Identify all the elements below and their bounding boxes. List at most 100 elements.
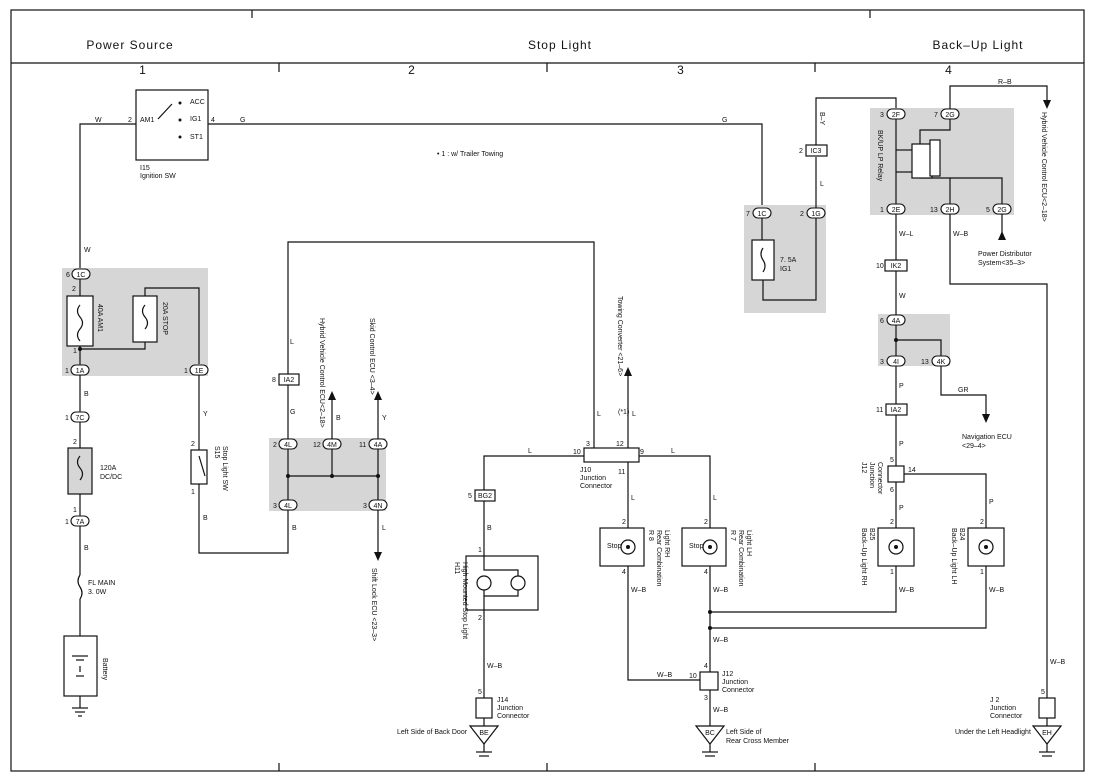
conn-7c: 7C (76, 415, 85, 422)
b25-name: Back–Up Light RH (860, 528, 867, 586)
pdist-2: System<35–3> (978, 260, 1025, 267)
svg-text:3: 3 (704, 695, 708, 702)
svg-text:2: 2 (799, 148, 803, 155)
j12-lower-connector (699, 671, 719, 691)
wire-b-1: B (84, 391, 89, 398)
j12a-id: J12 (722, 671, 733, 678)
stop-light-switch (190, 449, 208, 485)
svg-text:2: 2 (622, 519, 626, 526)
svg-text:11: 11 (876, 407, 883, 414)
ground-bc-text-1: Left Side of (726, 729, 761, 736)
j14-l1: Junction (497, 705, 523, 712)
ground-be-text: Left Side of Back Door (397, 729, 468, 736)
wire-wb-b24: W–B (989, 587, 1005, 594)
conn-ia2-right: IA2 (891, 407, 902, 414)
wire-l-r7b: L (713, 495, 717, 502)
wire-by: B–Y (818, 112, 825, 126)
ground-be (468, 725, 500, 745)
svg-text:1: 1 (65, 368, 69, 375)
wire-l-bg2: L (528, 448, 532, 455)
svg-text:8: 8 (272, 377, 276, 384)
wire-wb-r8: W–B (631, 587, 647, 594)
svg-text:4: 4 (704, 663, 708, 670)
wire-p-3: P (899, 505, 904, 512)
wire-l-4n: L (382, 525, 386, 532)
column-2: 2 (408, 63, 416, 77)
svg-text:11: 11 (618, 469, 625, 476)
svg-text:3: 3 (363, 503, 367, 510)
conn-ic3: IC3 (811, 148, 822, 155)
svg-text:2: 2 (800, 211, 804, 218)
ig1-label-2: IG1 (780, 266, 791, 273)
svg-text:5: 5 (468, 493, 472, 500)
fuse-stop (132, 295, 158, 343)
b24-id: B24 (958, 528, 965, 541)
j12-upper-connector (887, 465, 905, 483)
skid-ecu-label: Skid Control ECU <3–4> (368, 318, 375, 395)
conn-2g-bottom: 2G (997, 207, 1006, 214)
wire-w-4a: W (899, 293, 906, 300)
j10-id: J10 (580, 467, 591, 474)
r8-lamp (599, 527, 645, 567)
fuse-dcdc (67, 447, 93, 495)
conn-2g-top: 2G (945, 112, 954, 119)
column-4: 4 (945, 63, 953, 77)
wire-b-stopsw: B (203, 515, 208, 522)
fl-main-fusible (77, 574, 83, 600)
svg-text:10: 10 (689, 673, 697, 680)
svg-text:3: 3 (880, 112, 884, 119)
j2-id: J 2 (990, 697, 999, 704)
wire-l-r8: L (631, 495, 635, 502)
svg-text:13: 13 (930, 207, 938, 214)
wire-star1: (*1) (618, 409, 629, 416)
wire-wb-j12: W–B (657, 672, 673, 679)
ignition-switch-box (135, 89, 209, 161)
ign-name: Ignition SW (140, 173, 176, 180)
nav-ecu-2: <29–4> (962, 443, 986, 450)
conn-1c: 1C (77, 272, 86, 279)
ground-be-label: BE (479, 730, 489, 737)
svg-text:2: 2 (72, 286, 76, 293)
svg-text:4: 4 (622, 569, 626, 576)
r8-id: R 8 (647, 530, 654, 541)
wire-p-1: P (899, 383, 904, 390)
svg-text:5: 5 (1041, 689, 1045, 696)
wire-w-left: W (84, 247, 91, 254)
wire-wb-b25: W–B (899, 587, 915, 594)
wire-l-towing: L (632, 411, 636, 418)
stop-sw-name: Stop Light SW (221, 446, 228, 491)
conn-2h: 2H (946, 207, 955, 214)
svg-text:14: 14 (908, 467, 916, 474)
j2-l2: Connector (990, 713, 1023, 720)
section-stop: Stop Light (528, 38, 592, 52)
section-backup: Back–Up Light (932, 38, 1023, 52)
conn-4n: 4N (374, 503, 383, 510)
h11-stop-light (465, 555, 539, 611)
wire-y-1e: Y (203, 411, 208, 418)
nav-ecu-1: Navigation ECU (962, 434, 1012, 441)
j12a-l1: Junction (722, 679, 748, 686)
svg-text:5: 5 (478, 689, 482, 696)
svg-text:6: 6 (890, 487, 894, 494)
conn-ik2: IK2 (891, 263, 902, 270)
svg-text:2: 2 (478, 615, 482, 622)
svg-text:10: 10 (876, 263, 884, 270)
r7-l2: Light LH (745, 530, 752, 556)
wire-wb-h11: W–B (487, 663, 503, 670)
shift-ecu-label: Shift Lock ECU <23–3> (370, 568, 377, 641)
j10-l2: Connector (580, 483, 613, 490)
wire-wb-bc: W–B (713, 707, 729, 714)
svg-text:1: 1 (65, 519, 69, 526)
conn-2e: 2E (892, 207, 901, 214)
wire-wb-eh: W–B (1050, 659, 1066, 666)
hv-ecu-top-label: Hybrid Vehicle Control ECU<2–18> (1040, 112, 1047, 222)
svg-text:1: 1 (980, 569, 984, 576)
wire-l-j10: L (597, 411, 601, 418)
conn-1a: 1A (76, 368, 85, 375)
ign-am1-label: AM1 (140, 117, 155, 124)
wire-b-4m: B (336, 415, 341, 422)
svg-text:1: 1 (73, 507, 77, 514)
conn-4m: 4M (327, 442, 337, 449)
j12a-l2: Connector (722, 687, 755, 694)
wire-l-ia2: L (290, 339, 294, 346)
